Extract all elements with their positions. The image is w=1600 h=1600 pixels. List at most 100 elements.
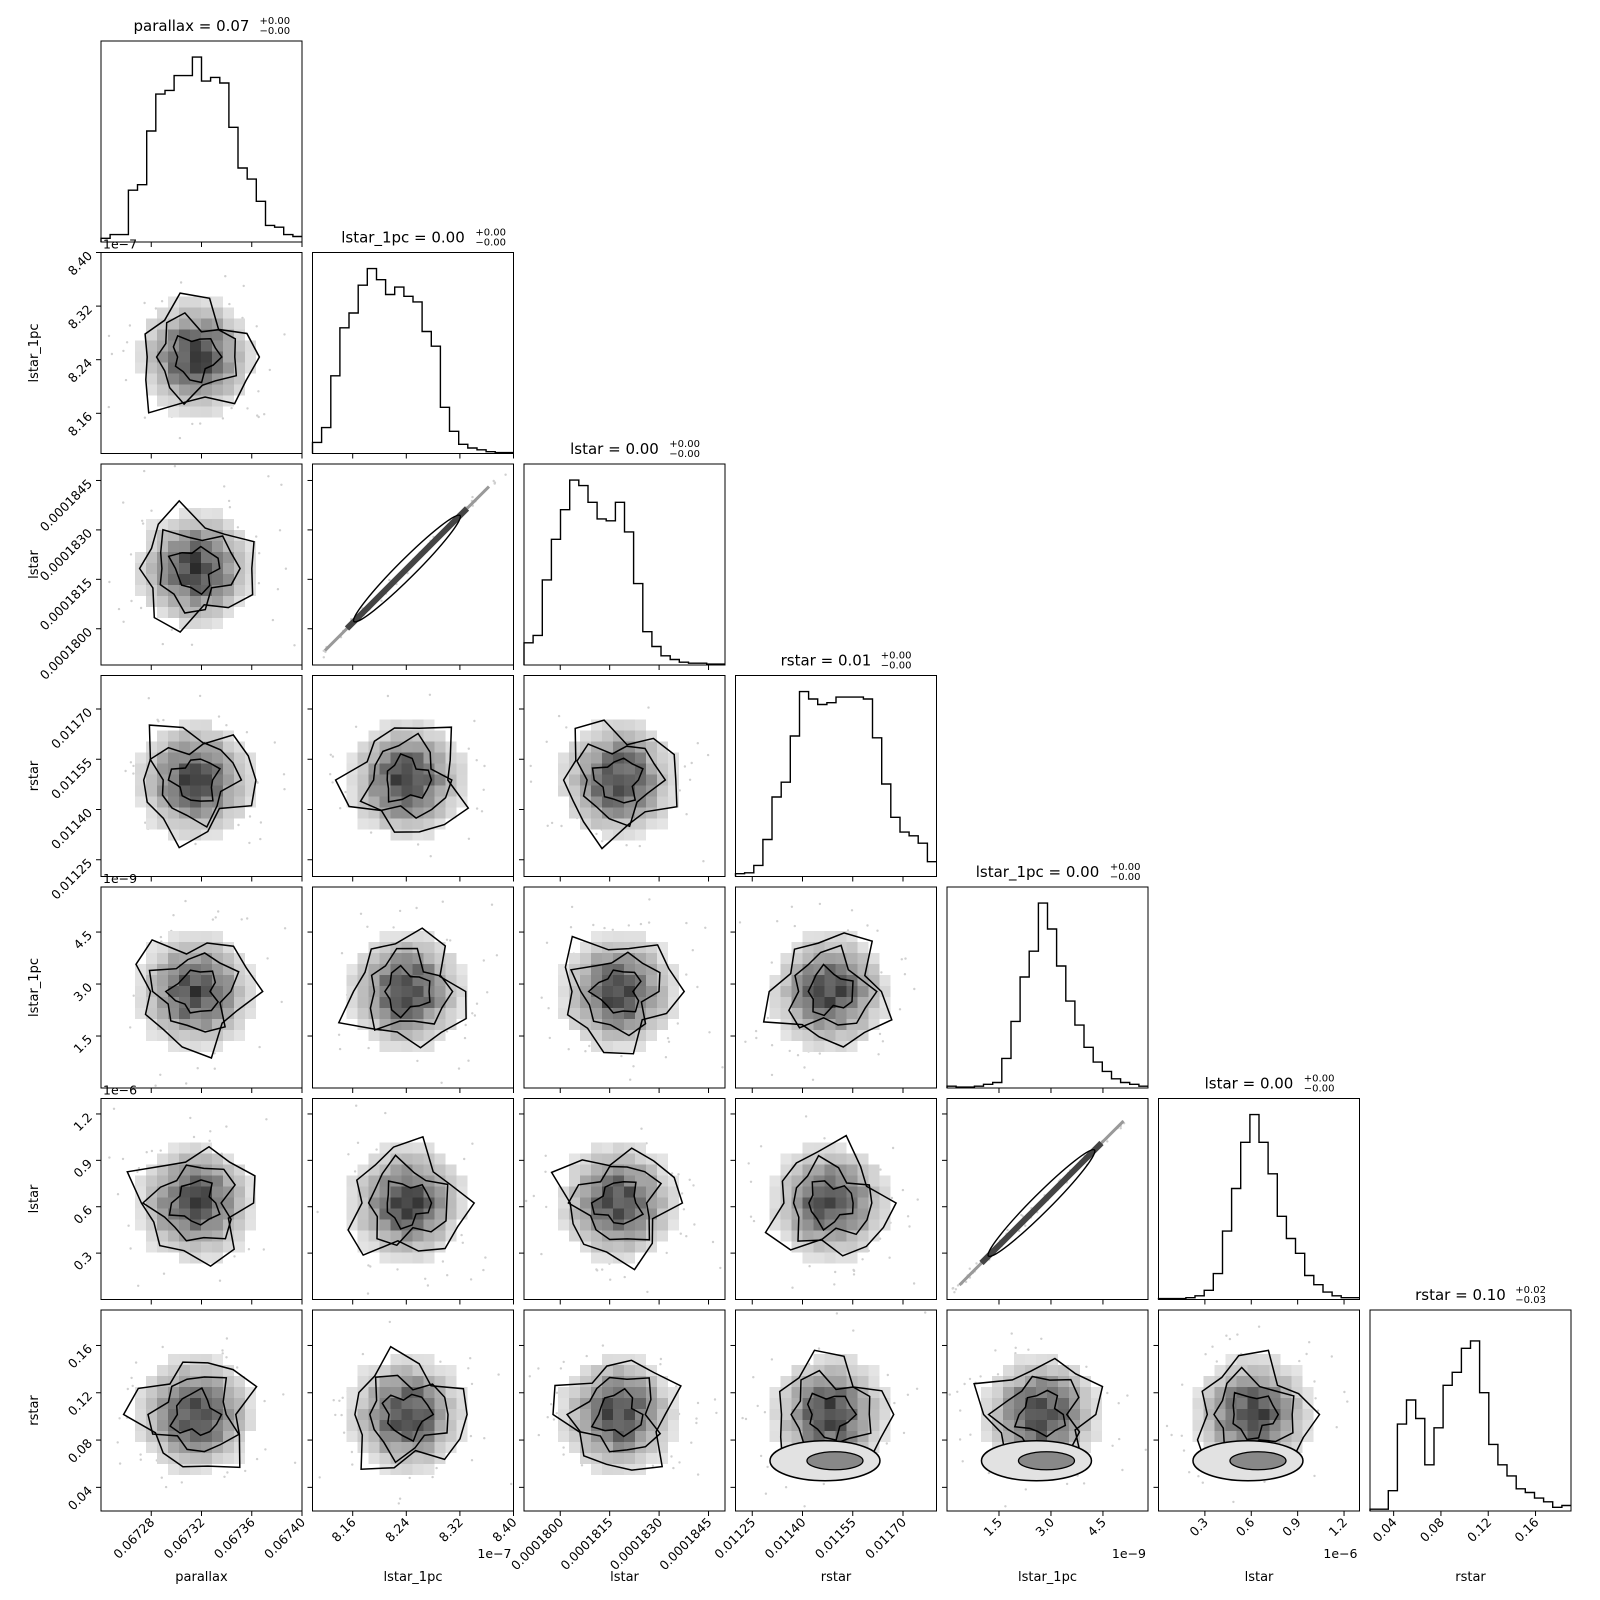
density-cell xyxy=(368,741,380,753)
density-cell xyxy=(981,1387,992,1398)
sample-point xyxy=(565,726,568,729)
sample-point xyxy=(852,1329,855,1332)
density-cell xyxy=(401,942,413,953)
density-cell xyxy=(857,942,869,953)
sample-point xyxy=(194,842,197,846)
density-cell xyxy=(190,362,201,374)
sample-point xyxy=(198,694,202,698)
density-cell xyxy=(780,1431,792,1442)
density-cell xyxy=(401,1431,413,1442)
density-cell xyxy=(624,942,635,953)
x-offset-label: 1e−9 xyxy=(1112,1546,1146,1561)
density-cell xyxy=(624,1431,635,1442)
sample-point xyxy=(1257,1325,1261,1328)
density-cell xyxy=(168,796,179,808)
density-cell xyxy=(201,574,212,585)
density-cell xyxy=(657,975,668,986)
density-cells xyxy=(558,931,679,1052)
sample-point xyxy=(744,1040,747,1044)
density-cell xyxy=(813,1241,825,1253)
sample-point xyxy=(752,1376,755,1379)
density-cell xyxy=(357,807,369,819)
density-cell xyxy=(580,986,591,997)
density-cell xyxy=(1014,1354,1025,1365)
density-cell xyxy=(357,1019,369,1030)
sample-point xyxy=(835,1312,839,1315)
density-cell xyxy=(635,763,646,775)
density-cell xyxy=(835,1142,847,1154)
contours xyxy=(564,935,686,1055)
sample-point xyxy=(793,924,796,928)
density-cell xyxy=(212,585,223,596)
density-cell xyxy=(613,1219,624,1231)
density-cell xyxy=(157,997,168,1008)
density-cell xyxy=(401,1019,413,1030)
density-cell xyxy=(802,953,814,964)
sample-point xyxy=(130,1376,133,1380)
density-cell xyxy=(456,1208,468,1220)
density-cell xyxy=(368,1376,380,1387)
density-cell xyxy=(646,1420,657,1431)
sample-point xyxy=(375,1148,378,1151)
x-tick-label: 1.5 xyxy=(980,1515,1005,1540)
sample-point xyxy=(969,1433,972,1436)
density-cell xyxy=(992,1409,1003,1420)
density-cell xyxy=(423,1041,435,1052)
density-cell xyxy=(1280,1387,1292,1398)
density-cell xyxy=(212,1252,223,1264)
histogram-rstar xyxy=(1369,1340,1571,1511)
contour-line xyxy=(359,732,453,819)
title-text: lstar_1pc = 0.00 xyxy=(976,863,1100,882)
sample-point xyxy=(890,1196,894,1200)
density-cell xyxy=(412,1142,424,1154)
density-cell xyxy=(168,807,179,819)
density-cell xyxy=(168,395,179,407)
sample-point xyxy=(189,1116,192,1120)
density-cell xyxy=(569,1208,580,1220)
density-cell xyxy=(423,1019,435,1030)
contours xyxy=(135,938,264,1059)
density-cell xyxy=(434,1197,446,1209)
density-cell xyxy=(1269,1409,1281,1420)
density-cell xyxy=(357,774,369,786)
density-cell xyxy=(379,1030,391,1041)
density-cell xyxy=(646,1186,657,1198)
density-cell xyxy=(168,1041,179,1052)
density-cell xyxy=(168,1464,179,1475)
density-cell xyxy=(368,1153,380,1165)
density-cell xyxy=(802,1409,814,1420)
density-cell xyxy=(646,796,657,808)
sample-point xyxy=(129,761,133,764)
contours xyxy=(122,1361,258,1469)
density-cell xyxy=(223,395,234,407)
density-cell xyxy=(401,1008,413,1019)
density-cell xyxy=(401,1164,413,1176)
density-cell xyxy=(668,986,679,997)
sample-point xyxy=(446,1274,449,1277)
density-cell xyxy=(846,1420,858,1431)
density-cell xyxy=(190,931,201,942)
density-cell xyxy=(1236,1365,1248,1376)
density-cell xyxy=(146,1420,157,1431)
density-cell xyxy=(201,719,212,731)
density-cell xyxy=(580,997,591,1008)
density-cell xyxy=(879,1186,891,1198)
density-cell xyxy=(201,829,212,841)
density-cell xyxy=(613,719,624,731)
density-cell xyxy=(879,1208,891,1220)
density-cell xyxy=(1247,1376,1259,1387)
contour-line xyxy=(141,1164,237,1242)
density-cell xyxy=(824,1197,836,1209)
sample-point xyxy=(431,1475,434,1479)
density-cell xyxy=(423,829,435,841)
density-cell xyxy=(157,818,168,830)
density-cell xyxy=(234,1030,245,1041)
density-cell xyxy=(857,1409,869,1420)
density-cell xyxy=(445,953,457,964)
density-cell xyxy=(624,964,635,975)
panel-5-3 xyxy=(730,1098,937,1305)
density-cell xyxy=(846,1186,858,1198)
sample-point xyxy=(647,706,650,709)
sample-point xyxy=(770,1044,774,1047)
density-cell xyxy=(580,1409,591,1420)
